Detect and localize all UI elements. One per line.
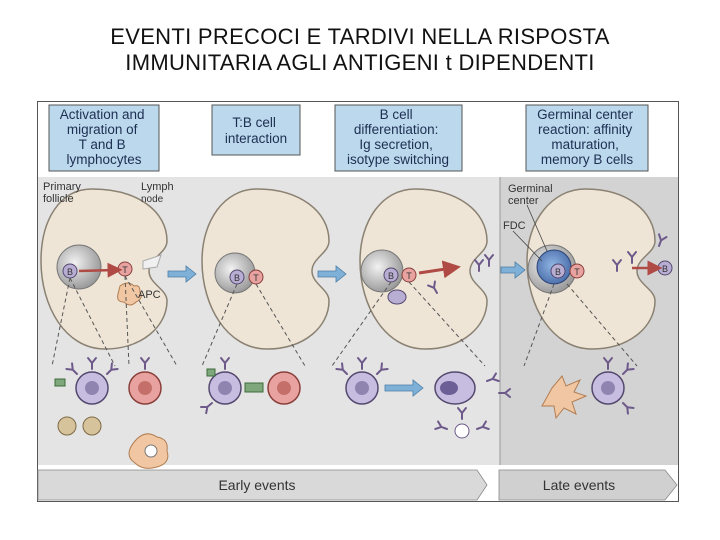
stage-header-2-box [211,104,301,156]
stage-2-line-2: interaction [225,131,287,146]
late-events-label: Late events [543,477,615,493]
lymph-node-1 [40,188,168,350]
stage-header-4-box [525,104,649,172]
title-line-1: EVENTI PRECOCI E TARDIVI NELLA RISPOSTA [110,24,610,49]
t-label-2: T [253,273,259,283]
title-line-2: IMMUNITARIA AGLI ANTIGENI t DIPENDENTI [125,50,595,75]
b-label-4: B [555,267,561,277]
t-label-4: T [574,267,580,277]
apc-label: APC [138,289,161,301]
immune-response-diagram: Activation and migration of T and B lymp… [37,101,679,502]
stage-3-line-2: differentiation: [354,122,439,137]
stage-4-line-1: Germinal center [537,107,634,122]
fdc-label: FDC [503,220,526,232]
stage-3-line-1: B cell [380,107,413,122]
stage-4-line-2: reaction: affinity [538,122,633,137]
primary-follicle-label: Primary follicle [43,181,84,205]
lymph-node-3 [359,188,488,350]
stage-1-header: Activation and migration of T and B lymp… [60,107,149,167]
stage-arrow-1 [167,265,197,283]
stage-arrow-2 [317,265,347,283]
b-label-2: B [234,273,240,283]
stage-header-3-box [334,104,463,172]
early-events-label: Early events [218,477,295,493]
zoom-lines [51,275,638,367]
t-label-1: T [122,265,128,275]
stage-arrow-3 [500,261,526,279]
lymph-node-2 [201,188,330,350]
slide-title: EVENTI PRECOCI E TARDIVI NELLA RISPOSTA … [0,24,720,76]
stage-4-header: Germinal center reaction: affinity matur… [537,107,637,167]
differentiation-arrow [384,379,424,397]
primary-follicle-1 [56,244,102,290]
node-cells: B T B T B T B T B [62,254,673,306]
t-label-3: T [406,271,412,281]
stage-3-line-4: isotype switching [347,152,449,167]
early-events-arrow [37,469,488,501]
stage-1-line-1: Activation and [60,107,145,122]
stage-3-line-3: Ig secretion, [359,137,433,152]
lymph-node-4 [526,188,656,350]
b-label-3: B [388,271,394,281]
germinal-center-label: Germinal center [508,183,556,207]
stage-arrows [167,261,526,397]
stage-2-header: T:B cell interaction [225,115,287,146]
b-label-5: B [662,264,668,274]
stage-1-line-4: lymphocytes [66,152,141,167]
stage-header-1-box [48,104,160,172]
stage-2-line-1: T:B cell [232,115,276,130]
lymph-node-label: Lymph node [141,181,177,205]
stage-3-header: B cell differentiation: Ig secretion, is… [347,107,449,167]
late-events-arrow [498,469,678,501]
b-label-1: B [67,267,73,277]
stage-headers: Activation and migration of T and B lymp… [48,104,649,172]
stage-1-line-2: migration of [67,122,138,137]
stage-4-line-4: memory B cells [541,152,634,167]
stage-4-line-3: maturation, [551,137,619,152]
zoom-cells [54,368,625,469]
stage-1-line-3: T and B [79,137,126,152]
